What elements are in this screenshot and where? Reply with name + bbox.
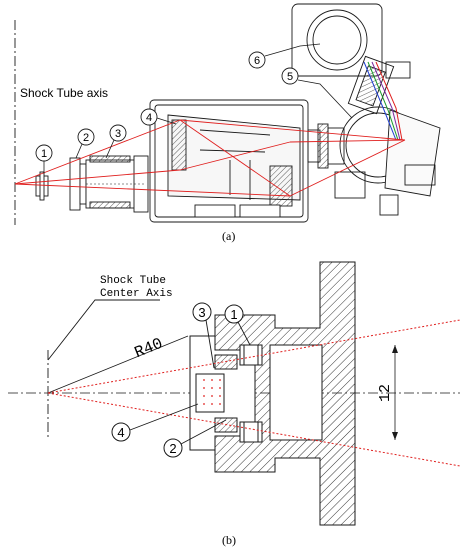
dimension-12: 12 [377, 345, 398, 440]
center-axis-label-line2: Center Axis [100, 288, 173, 300]
optical-fibers [363, 61, 403, 141]
optical-rays-a [14, 119, 406, 197]
callout-3: 3 [115, 128, 121, 140]
optical-rays-b [47, 319, 461, 467]
callouts-a: 1 2 3 4 5 6 [35, 43, 353, 174]
panel-b: Shock Tube Center Axis R40 [8, 261, 461, 526]
callout-b-4: 4 [117, 425, 124, 440]
dimension-label: 12 [377, 384, 394, 402]
window-dots [203, 379, 221, 405]
radius-leader [47, 335, 189, 394]
tube-assembly [35, 155, 149, 213]
flange-body [189, 261, 356, 526]
connector-flange [307, 123, 345, 169]
shock-tube-axis-label: Shock Tube axis [20, 86, 108, 100]
callout-2: 2 [83, 132, 89, 144]
spectrometer-housing [149, 99, 309, 223]
callouts-b: 3 1 4 2 [111, 302, 251, 458]
callout-b-1: 1 [230, 307, 237, 322]
top-flange-assembly [291, 3, 411, 115]
callout-b-3: 3 [198, 305, 205, 320]
callout-b-2: 2 [169, 441, 176, 456]
callout-6: 6 [254, 55, 260, 67]
center-axis-label-line1: Shock Tube [100, 275, 166, 287]
radius-label: R40 [132, 335, 165, 362]
callout-4: 4 [146, 112, 152, 124]
callout-5: 5 [287, 71, 293, 83]
caption-b: (b) [222, 533, 236, 547]
callout-1: 1 [41, 148, 47, 160]
panel-a: Shock Tube axis [14, 3, 441, 225]
caption-a: (a) [222, 229, 236, 243]
collector-chamber [334, 106, 441, 216]
axis-label-leader [47, 299, 160, 361]
